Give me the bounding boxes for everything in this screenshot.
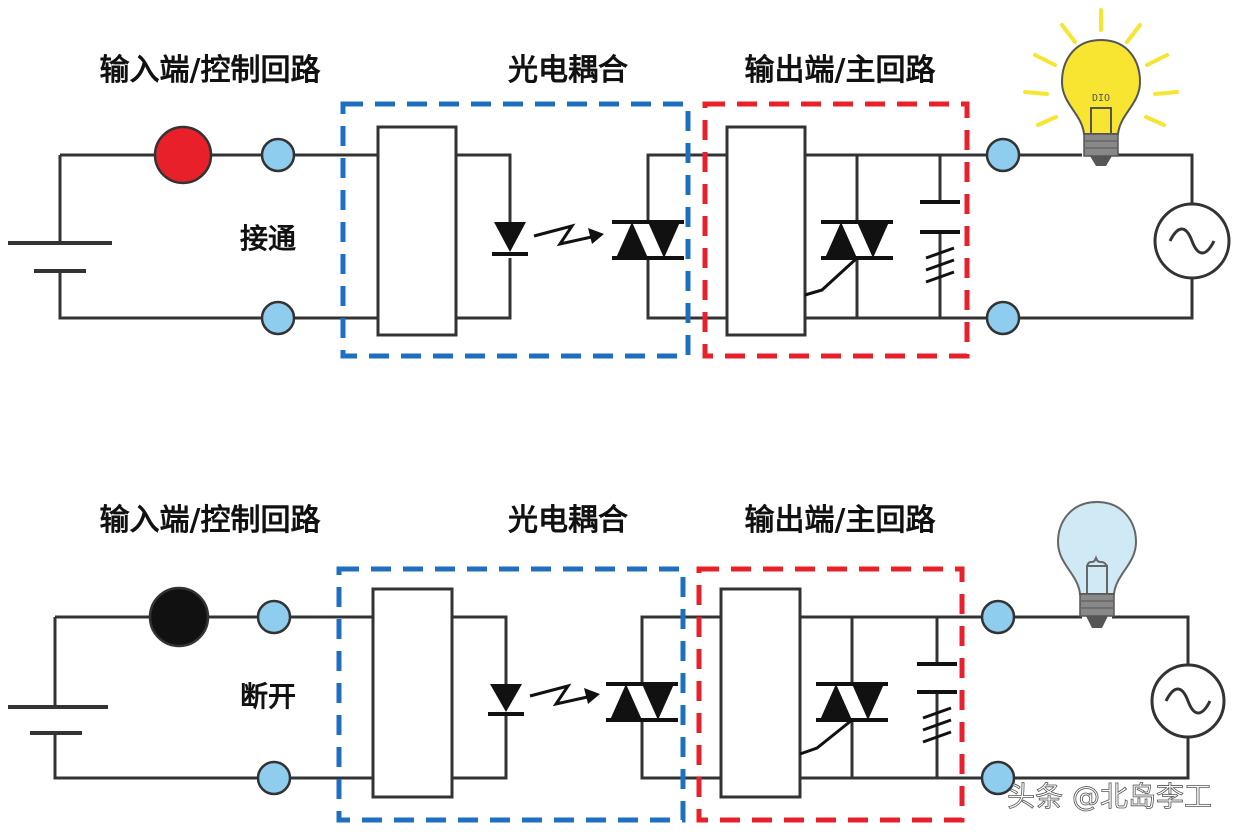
terminal-node-icon xyxy=(260,137,296,173)
coupling-section-label: 光电耦合 xyxy=(508,53,628,88)
output-section-frame xyxy=(702,101,970,359)
watermark-text: 头条 @北岛李工 xyxy=(1007,780,1212,813)
input-section-label: 输入端/控制回路 xyxy=(100,53,322,88)
triac-icon xyxy=(612,220,684,260)
main-loop-wires xyxy=(1014,615,1190,780)
output-section-label: 输出端/主回路 xyxy=(745,53,937,88)
coupling-section-label: 光电耦合 xyxy=(508,503,628,538)
switch-state-label: 断开 xyxy=(240,680,296,713)
trigger-circuit-block xyxy=(725,125,807,337)
bulb-filament-label: DIO xyxy=(1092,93,1110,104)
control-loop-wires xyxy=(58,153,378,320)
trigger-circuit-block xyxy=(719,587,802,799)
output-section-frame xyxy=(696,566,965,823)
panel-off: 输入端/控制回路 光电耦合 输出端/主回路 断开 xyxy=(8,500,1226,823)
triac-icon xyxy=(606,682,678,722)
input-circuit-block xyxy=(376,125,458,337)
push-switch-icon xyxy=(148,586,210,648)
dc-battery-icon xyxy=(8,705,108,735)
coupler-triac-wires xyxy=(640,615,721,780)
main-loop-wires xyxy=(1019,153,1194,320)
coupler-triac-wires xyxy=(646,153,727,320)
control-loop-wires xyxy=(53,615,373,780)
light-bulb-icon xyxy=(1056,500,1138,628)
switch-state-label: 接通 xyxy=(240,222,296,255)
coupling-section-frame xyxy=(340,101,691,359)
triac-icon xyxy=(799,682,888,756)
capacitor-icon xyxy=(917,662,957,694)
input-section-label: 输入端/控制回路 xyxy=(100,503,322,538)
output-section-label: 输出端/主回路 xyxy=(745,503,937,538)
panel-on: 输入端/控制回路 光电耦合 输出端/主回路 接通 xyxy=(8,8,1231,359)
led-wires xyxy=(452,615,508,780)
triac-icon xyxy=(804,220,893,297)
light-ray-icon xyxy=(533,223,604,247)
terminal-node-icon xyxy=(985,300,1021,336)
led-wires xyxy=(455,153,512,320)
light-ray-icon xyxy=(529,683,600,707)
terminal-node-icon xyxy=(985,137,1021,173)
push-switch-icon xyxy=(153,125,213,185)
capacitor-icon xyxy=(920,200,960,234)
varistor-icon xyxy=(922,706,952,744)
ac-source-icon xyxy=(1153,202,1231,280)
terminal-node-icon xyxy=(256,599,292,635)
input-circuit-block xyxy=(371,587,454,799)
terminal-node-icon xyxy=(256,760,292,796)
terminal-node-icon xyxy=(980,599,1016,635)
output-loop-wires xyxy=(800,615,984,780)
dc-battery-icon xyxy=(8,241,112,273)
led-diode-icon xyxy=(488,684,524,716)
led-diode-icon xyxy=(492,222,528,256)
light-bulb-icon: DIO xyxy=(1023,8,1179,166)
varistor-icon xyxy=(925,246,955,284)
coupling-section-frame xyxy=(336,566,686,823)
terminal-node-icon xyxy=(980,760,1016,796)
ac-source-icon xyxy=(1150,663,1226,739)
output-loop-wires xyxy=(805,153,987,320)
terminal-node-icon xyxy=(260,300,296,336)
